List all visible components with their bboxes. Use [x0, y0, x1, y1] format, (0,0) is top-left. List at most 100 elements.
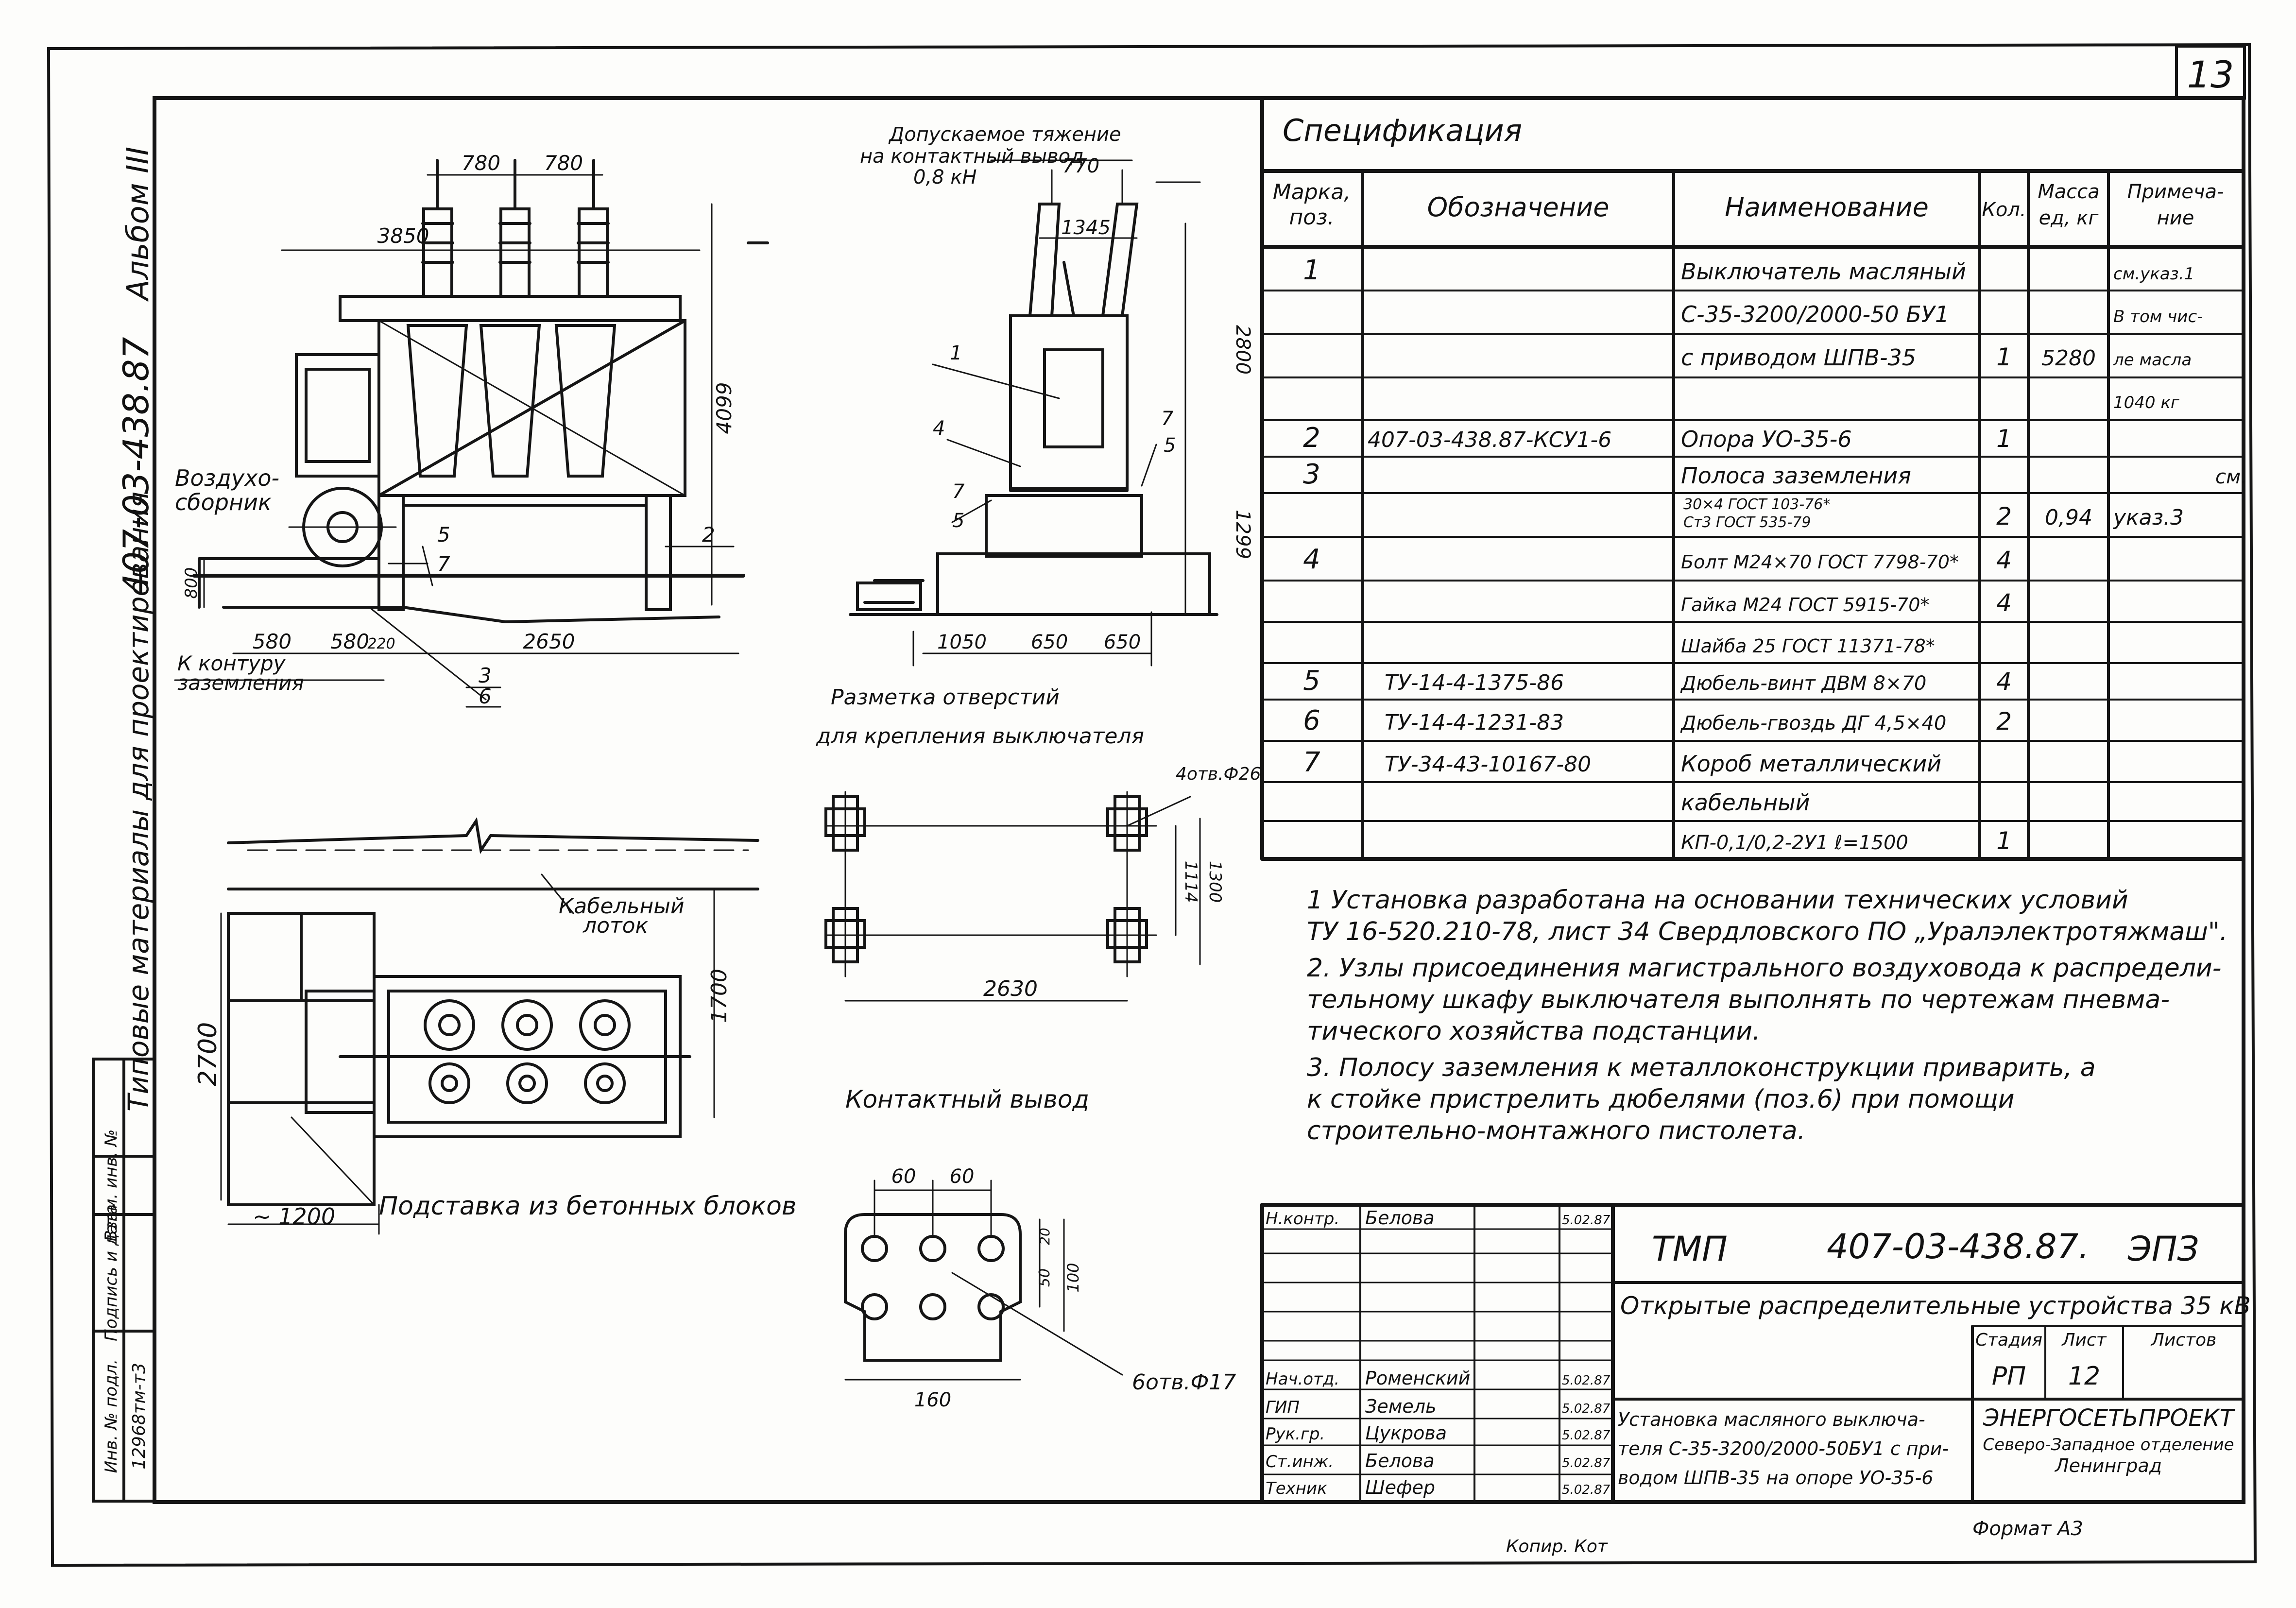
- terminal-labels: Контактный вывод 60 60 20 50 100 160 6от…: [845, 1085, 1236, 1411]
- sheet-number-box: [2175, 45, 2246, 100]
- inner-frame: [153, 96, 2245, 1504]
- hdr-mark-1: Марка,: [1273, 180, 1351, 205]
- desc-line-3: водом ШПВ-35 на опоре УО-35-6: [1618, 1467, 1934, 1488]
- org-line-2: Северо-Западное отделение: [1983, 1435, 2234, 1454]
- holes-title-1: Разметка отверстий: [831, 685, 1060, 710]
- cell-qty: 4: [1996, 667, 2012, 696]
- ground-label-1: К контуру: [177, 651, 286, 675]
- cell-name: Короб металлический: [1681, 751, 1941, 777]
- date-nkontr: 5.02.87: [1562, 1213, 1611, 1228]
- stamp-label-3: Инв. № подл.: [102, 1359, 121, 1473]
- date-eng: 5.02.87: [1562, 1456, 1611, 1471]
- dim-4099: 4099: [712, 382, 736, 434]
- side-view: [849, 159, 1218, 667]
- name-eng: Белова: [1365, 1450, 1435, 1471]
- date-gip: 5.02.87: [1562, 1402, 1611, 1416]
- date-head: 5.02.87: [1562, 1373, 1611, 1388]
- title-block-main: ТМП 407-03-438.87. ЭПЗ Открытые распреде…: [1506, 1227, 2251, 1557]
- dim-2700: 2700: [193, 1022, 223, 1086]
- dim-3850: 3850: [377, 224, 429, 248]
- hdr-mark-2: поз.: [1289, 205, 1334, 230]
- stamp-label-1: Взам. инв. №: [102, 1129, 121, 1242]
- stand-label: Подставка из бетонных блоков: [379, 1192, 797, 1221]
- pos-6: 6: [479, 684, 492, 708]
- spec-headers: Марка, поз. Обозначение Наименование Кол…: [1273, 180, 2224, 230]
- hdr-designation: Обозначение: [1427, 192, 1610, 222]
- hole-layout-labels: Разметка отверстий для крепления выключа…: [816, 685, 1261, 1001]
- format-label: Формат А3: [1972, 1518, 2083, 1540]
- spec-row: Шайба 25 ГОСТ 11371-78*: [1681, 635, 1935, 657]
- note-line: строительно-монтажного пистолета.: [1307, 1116, 1805, 1146]
- general-notes: 1 Установка разработана на основании тех…: [1307, 886, 2227, 1146]
- cell-mark: 1: [1303, 255, 1320, 286]
- pos-7b: 7: [952, 480, 965, 503]
- role-head: Нач.отд.: [1266, 1369, 1339, 1389]
- dim-60b: 60: [950, 1165, 975, 1188]
- cell-name: с приводом ШПВ-35: [1681, 344, 1916, 371]
- side-code: 407-03-438.87: [116, 337, 156, 596]
- date-tech: 5.02.87: [1562, 1483, 1611, 1497]
- cell-name: КП-0,1/0,2-2У1 ℓ=1500: [1681, 832, 1908, 854]
- pos-3: 3: [479, 664, 492, 687]
- cell-note: 1040 кг: [2113, 393, 2180, 412]
- cell-name: Шайба 25 ГОСТ 11371-78*: [1681, 635, 1935, 657]
- cell-mark: 7: [1303, 747, 1320, 778]
- cell-mass: 0,94: [2045, 505, 2092, 530]
- name-head: Роменский: [1365, 1368, 1470, 1389]
- pos-5a: 5: [1164, 434, 1176, 457]
- contact-terminal: [844, 1180, 1123, 1381]
- desc-line-2: теля С-35-3200/2000-50БУ1 с при-: [1618, 1438, 1949, 1459]
- tension-label-2: на контактный вывод: [860, 145, 1084, 168]
- cell-name: С-35-3200/2000-50 БУ1: [1681, 301, 1949, 327]
- org-line-3: Ленинград: [2054, 1455, 2162, 1476]
- dim-650b: 650: [1104, 631, 1141, 653]
- spec-row-lines: [1261, 290, 2245, 822]
- sheet-header: Лист: [2061, 1330, 2107, 1350]
- date-lead: 5.02.87: [1562, 1428, 1611, 1443]
- pos-7: 7: [437, 552, 450, 576]
- terminal-holes-label: 6отв.Ф17: [1132, 1370, 1236, 1395]
- copied-label: Копир. Кот: [1506, 1537, 1608, 1557]
- cell-qty: 2: [1996, 502, 2012, 530]
- dim-2650: 2650: [523, 630, 575, 653]
- dim-20: 20: [1037, 1228, 1053, 1245]
- dim-60a: 60: [891, 1165, 916, 1188]
- note-line: тического хозяйства подстанции.: [1307, 1017, 1761, 1046]
- dim-580a: 580: [253, 630, 291, 653]
- pos-5: 5: [437, 523, 450, 547]
- cell-mark: 5: [1303, 665, 1320, 697]
- role-eng: Ст.инж.: [1266, 1452, 1334, 1471]
- cell-mark: 6: [1303, 705, 1320, 736]
- cell-note: ле масла: [2113, 350, 2192, 370]
- spec-title: Спецификация: [1283, 113, 1522, 148]
- org-line-1: ЭНЕРГОСЕТЬПРОЕКТ: [1983, 1404, 2236, 1432]
- cell-name: Дюбель-винт ДВМ 8×70: [1680, 672, 1926, 695]
- spec-row: С-35-3200/2000-50 БУ1 В том чис-: [1681, 301, 2203, 327]
- ground-label-2: заземления: [177, 671, 304, 695]
- dim-650a: 650: [1031, 631, 1068, 653]
- tension-label-3: 0,8 кН: [913, 166, 977, 188]
- dim-2800: 2800: [1232, 325, 1254, 375]
- spec-row: 3 Полоса заземления см.: [1303, 459, 2247, 490]
- note-line: к стойке пристрелить дюбелями (поз.6) пр…: [1307, 1085, 2015, 1114]
- stage-value: РП: [1992, 1362, 2026, 1391]
- drawing-code: 407-03-438.87.: [1827, 1227, 2089, 1266]
- dim-50: 50: [1036, 1268, 1053, 1287]
- side-view-labels: Допускаемое тяжение на контактный вывод …: [860, 123, 1254, 653]
- cell-name: Гайка М24 ГОСТ 5915-70*: [1681, 594, 1929, 616]
- name-nkontr: Белова: [1365, 1207, 1435, 1229]
- stage-header: Стадия: [1975, 1330, 2042, 1350]
- air-collector-label-1: Воздухо-: [175, 465, 279, 491]
- cell-designation: ТУ-14-4-1231-83: [1385, 710, 1564, 735]
- holes-title-2: для крепления выключателя: [816, 724, 1144, 749]
- holes-label: 4отв.Ф26: [1176, 764, 1261, 784]
- sheet-value: 12: [2068, 1362, 2100, 1391]
- spec-row: 7 ТУ-34-43-10167-80 Короб металлический: [1303, 747, 1941, 778]
- dim-220: 220: [367, 635, 395, 652]
- hdr-name: Наименование: [1725, 192, 1929, 222]
- name-lead: Цукрова: [1365, 1422, 1447, 1444]
- cell-name: Дюбель-гвоздь ДГ 4,5×40: [1680, 712, 1946, 735]
- dim-580b: 580: [330, 630, 369, 653]
- cell-name: Полоса заземления: [1681, 462, 1911, 489]
